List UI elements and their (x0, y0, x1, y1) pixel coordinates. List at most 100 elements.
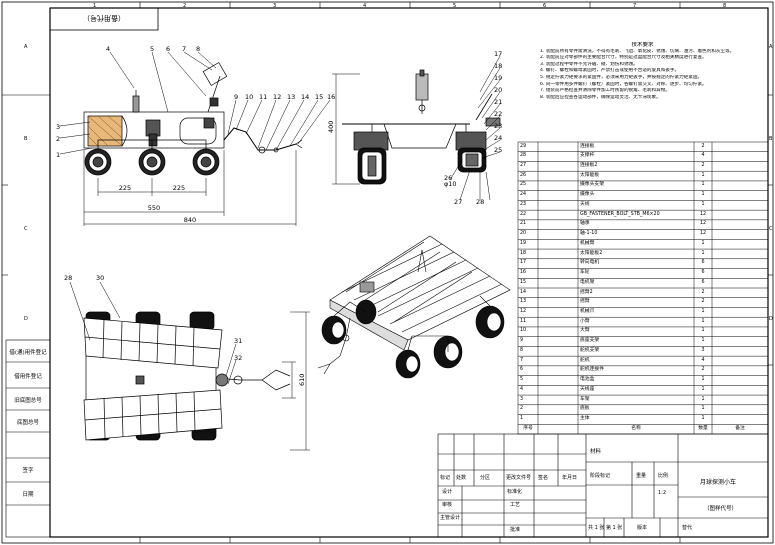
bom-item-qty: 1 (701, 386, 705, 392)
zone-side-a: A (24, 44, 28, 50)
balloon-7: 7 (182, 45, 186, 53)
note-line-5: 5. 规定拧紧力矩要求的紧固件，必须采用力矩扳手，并按规定的拧紧力矩紧固。 (540, 74, 703, 80)
zone-top-3: 3 (273, 3, 276, 9)
bom-item-qty: 12 (699, 231, 707, 237)
bom-item-no: 12 (520, 308, 527, 314)
bom-item-no: 22 (520, 211, 527, 217)
zone-top-1: 1 (93, 3, 96, 9)
bom-item-no: 16 (520, 270, 527, 276)
bom-item-no: 5 (520, 377, 524, 383)
tb-checker: 审核 (442, 502, 453, 508)
zone-side-c: C (24, 226, 28, 232)
bom-header-note: 备注 (735, 425, 745, 431)
balloon-1: 1 (56, 151, 60, 159)
bom-item-name: 大臂 (580, 328, 590, 334)
bom-item-qty: 1 (701, 328, 705, 334)
bom-item-qty: 1 (701, 192, 705, 198)
note-line-6: 6. 同一零件用多件螺钉（螺栓）紧固时，各螺钉需交叉、对称、逐步、均匀拧紧。 (540, 81, 707, 87)
bom-item-no: 29 (520, 143, 527, 149)
bom-item-qty: 1 (701, 318, 705, 324)
bom-item-name: 轴-1-10 (580, 231, 598, 237)
bom-item-no: 4 (520, 386, 524, 392)
bom-item-qty: 6 (701, 260, 705, 266)
side-view-dimensions (83, 150, 297, 226)
bom-item-no: 1 (520, 416, 524, 422)
bom-item-no: 20 (520, 231, 527, 237)
bom-item-name: 天线座 (580, 386, 595, 392)
top-dimensions (69, 281, 310, 451)
bom-item-qty: 1 (701, 377, 705, 383)
bom-item-name: 天线 (580, 201, 590, 207)
bom-item-no: 21 (520, 221, 527, 227)
side-balloons: 1 2 3 4 5 6 7 8 9 10 11 12 13 14 15 16 (56, 45, 335, 159)
balloon-f25: 25 (494, 146, 502, 154)
bom-item-qty: 12 (699, 221, 707, 227)
balloon-13: 13 (287, 93, 295, 101)
bom-item-qty: 2 (701, 162, 705, 168)
balloon-f19: 19 (494, 74, 502, 82)
zone-side-b: B (24, 136, 28, 142)
bom-item-name: 转向电机 (580, 260, 600, 266)
bom-item-name: 摇臂 (580, 299, 590, 305)
note-line-2: 2. 装配前应对零部件的主要配合尺寸，特别是过盈配合尺寸及相关精度进行复查。 (540, 55, 707, 61)
balloon-f22: 22 (494, 110, 502, 118)
bom-item-qty: 3 (701, 347, 705, 353)
left-block-base: 底图总号 (17, 418, 40, 426)
technical-notes: 技术要求 1. 装配前所有零件需清洗，不得有毛刺、飞边、氧化皮、锈蚀、切屑、油污… (540, 42, 765, 101)
left-info-block (5, 339, 51, 538)
bom-item-name: 舵机 (580, 357, 590, 363)
bom-item-name: 车架 (580, 396, 590, 402)
balloon-11: 11 (259, 93, 267, 101)
zone-side-d: D (24, 316, 28, 322)
balloon-t31: 31 (234, 337, 242, 345)
dim-225-right: 225 (173, 184, 185, 192)
bom-item-name: 底座支架 (580, 338, 600, 344)
bom-item-no: 2 (520, 406, 524, 412)
balloon-12: 12 (273, 93, 281, 101)
dim-840: 840 (184, 216, 196, 224)
zone-top-5: 5 (453, 3, 456, 9)
balloon-16: 16 (327, 93, 335, 101)
bom-item-qty: 1 (701, 182, 705, 188)
balloon-f20: 20 (494, 86, 502, 94)
bom-item-name: 支撑杆 (580, 153, 595, 159)
dim-phi: φ10 (444, 180, 457, 188)
zone-labels: 1 2 3 4 5 6 7 8 A B C D A B C D (24, 3, 773, 322)
bom-item-name: 车轮 (580, 270, 590, 276)
bom-item-no: 24 (520, 192, 527, 198)
bom-item-no: 9 (520, 338, 524, 344)
balloon-f26: 26 (444, 174, 452, 182)
bom-item-no: 25 (520, 182, 527, 188)
bom-header-no: 序号 (523, 425, 533, 431)
bom-item-name: 太阳能板2 (580, 250, 603, 256)
tb-r-sign: 签名 (538, 475, 549, 481)
bom-item-name: 主体 (580, 416, 590, 422)
bom-item-name: 底板 (580, 406, 590, 412)
bom-item-no: 19 (520, 240, 527, 246)
left-block-date: 日期 (22, 491, 34, 498)
balloon-10: 10 (245, 93, 253, 101)
balloon-f27: 27 (454, 198, 462, 206)
bom-item-no: 17 (520, 260, 527, 266)
note-line-4: 4. 螺钉、螺栓和螺母紧固时，严禁打击或使用不合适的旋具和扳手。 (540, 68, 680, 74)
bom-item-no: 8 (520, 347, 524, 353)
bom-item-qty: 4 (701, 153, 705, 159)
bom-table-grid (517, 141, 769, 435)
bom-item-qty: 1 (701, 172, 705, 178)
bom-item-no: 15 (520, 279, 527, 285)
bom-item-name: 连接板2 (580, 162, 598, 168)
dim-225-left: 225 (119, 184, 131, 192)
balloon-t28: 28 (64, 274, 72, 282)
bom-item-qty: 2 (701, 289, 705, 295)
balloon-15: 15 (315, 93, 323, 101)
bom-item-no: 13 (520, 299, 527, 305)
tb-standard: 标准化 (507, 489, 523, 495)
zone-side-d-right: D (769, 316, 773, 322)
zone-top-4: 4 (363, 3, 366, 9)
bom-item-qty: 4 (701, 357, 705, 363)
bom-item-no: 3 (520, 396, 524, 402)
balloon-8: 8 (196, 45, 200, 53)
bom-item-name: 舵机连接件 (580, 367, 604, 373)
